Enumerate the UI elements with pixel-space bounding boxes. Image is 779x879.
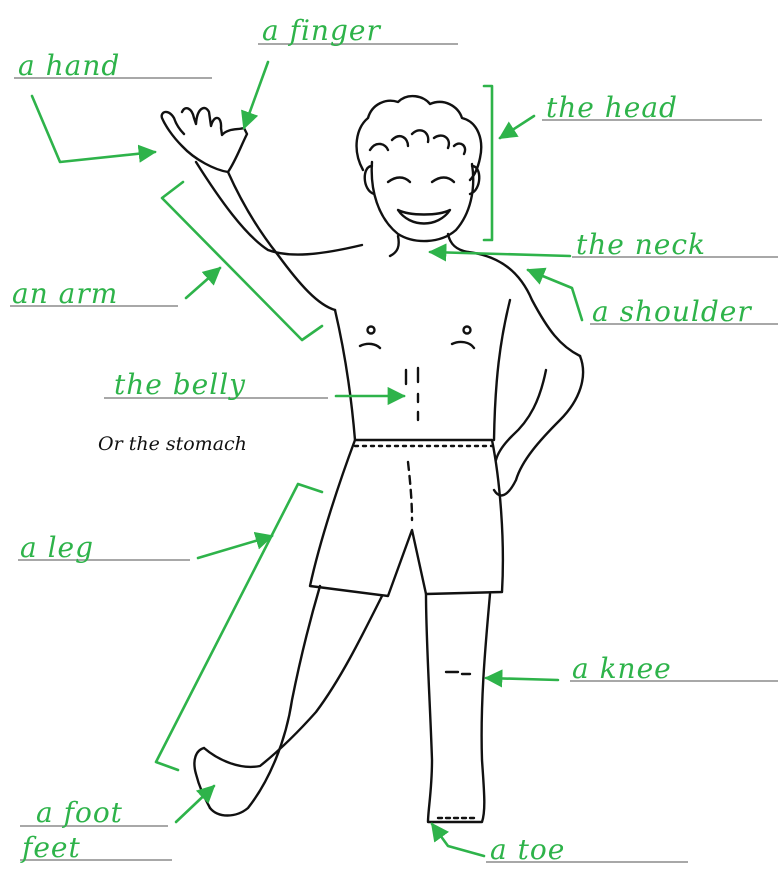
neck-pointer xyxy=(430,252,570,256)
chest-drawing xyxy=(360,342,474,348)
pointer-lines xyxy=(32,62,582,856)
label-belly: the belly xyxy=(114,368,246,401)
head-pointer xyxy=(500,116,534,138)
boy-figure xyxy=(162,96,583,822)
toe-pointer xyxy=(432,824,484,856)
label-leg: a leg xyxy=(20,531,94,564)
stomach-note: Or the stomach xyxy=(98,433,247,455)
label-neck: the neck xyxy=(576,228,706,261)
right-torso-drawing xyxy=(494,300,510,440)
left-torso-drawing xyxy=(335,310,355,440)
knee-pointer xyxy=(486,678,558,680)
abdomen-drawing xyxy=(406,368,418,420)
raised-arm-drawing xyxy=(196,162,362,255)
arm-pointer xyxy=(186,268,220,298)
raised-leg-drawing xyxy=(210,586,320,816)
hair-curls-drawing xyxy=(370,130,465,154)
raised-foot-drawing xyxy=(194,748,210,808)
left-nipple-drawing xyxy=(368,327,375,334)
mouth-drawing xyxy=(398,210,450,224)
shorts-fly-drawing xyxy=(408,462,412,520)
eyes-drawing xyxy=(388,178,454,183)
label-knee: a knee xyxy=(572,652,672,685)
knee-mark-drawing xyxy=(446,672,470,674)
arm-bracket xyxy=(162,182,322,340)
raised-hand-drawing xyxy=(162,108,247,172)
shoulder-pointer xyxy=(528,270,582,320)
label-head: the head xyxy=(546,91,678,124)
label-foot: a foot xyxy=(36,796,123,829)
right-nipple-drawing xyxy=(464,327,471,334)
label-feet: feet xyxy=(20,831,81,864)
standing-leg-drawing xyxy=(426,594,490,822)
right-shoulder-drawing xyxy=(468,252,580,356)
finger-pointer xyxy=(244,62,268,128)
hand-pointer xyxy=(32,96,155,162)
underarm-drawing xyxy=(228,172,335,310)
label-shoulder: a shoulder xyxy=(592,295,752,328)
face-drawing xyxy=(372,162,474,241)
label-hand: a hand xyxy=(18,49,120,82)
label-toe: a toe xyxy=(490,833,565,866)
label-finger: a finger xyxy=(262,14,381,47)
shorts-drawing xyxy=(310,440,503,596)
hip-arm-drawing xyxy=(494,356,583,495)
raised-leg-inner-drawing xyxy=(204,596,382,767)
leg-bracket xyxy=(156,484,322,770)
head-bracket xyxy=(484,86,492,240)
hair-drawing xyxy=(357,96,482,180)
hip-arm-inner-drawing xyxy=(496,370,546,460)
label-arm: an arm xyxy=(12,277,118,310)
